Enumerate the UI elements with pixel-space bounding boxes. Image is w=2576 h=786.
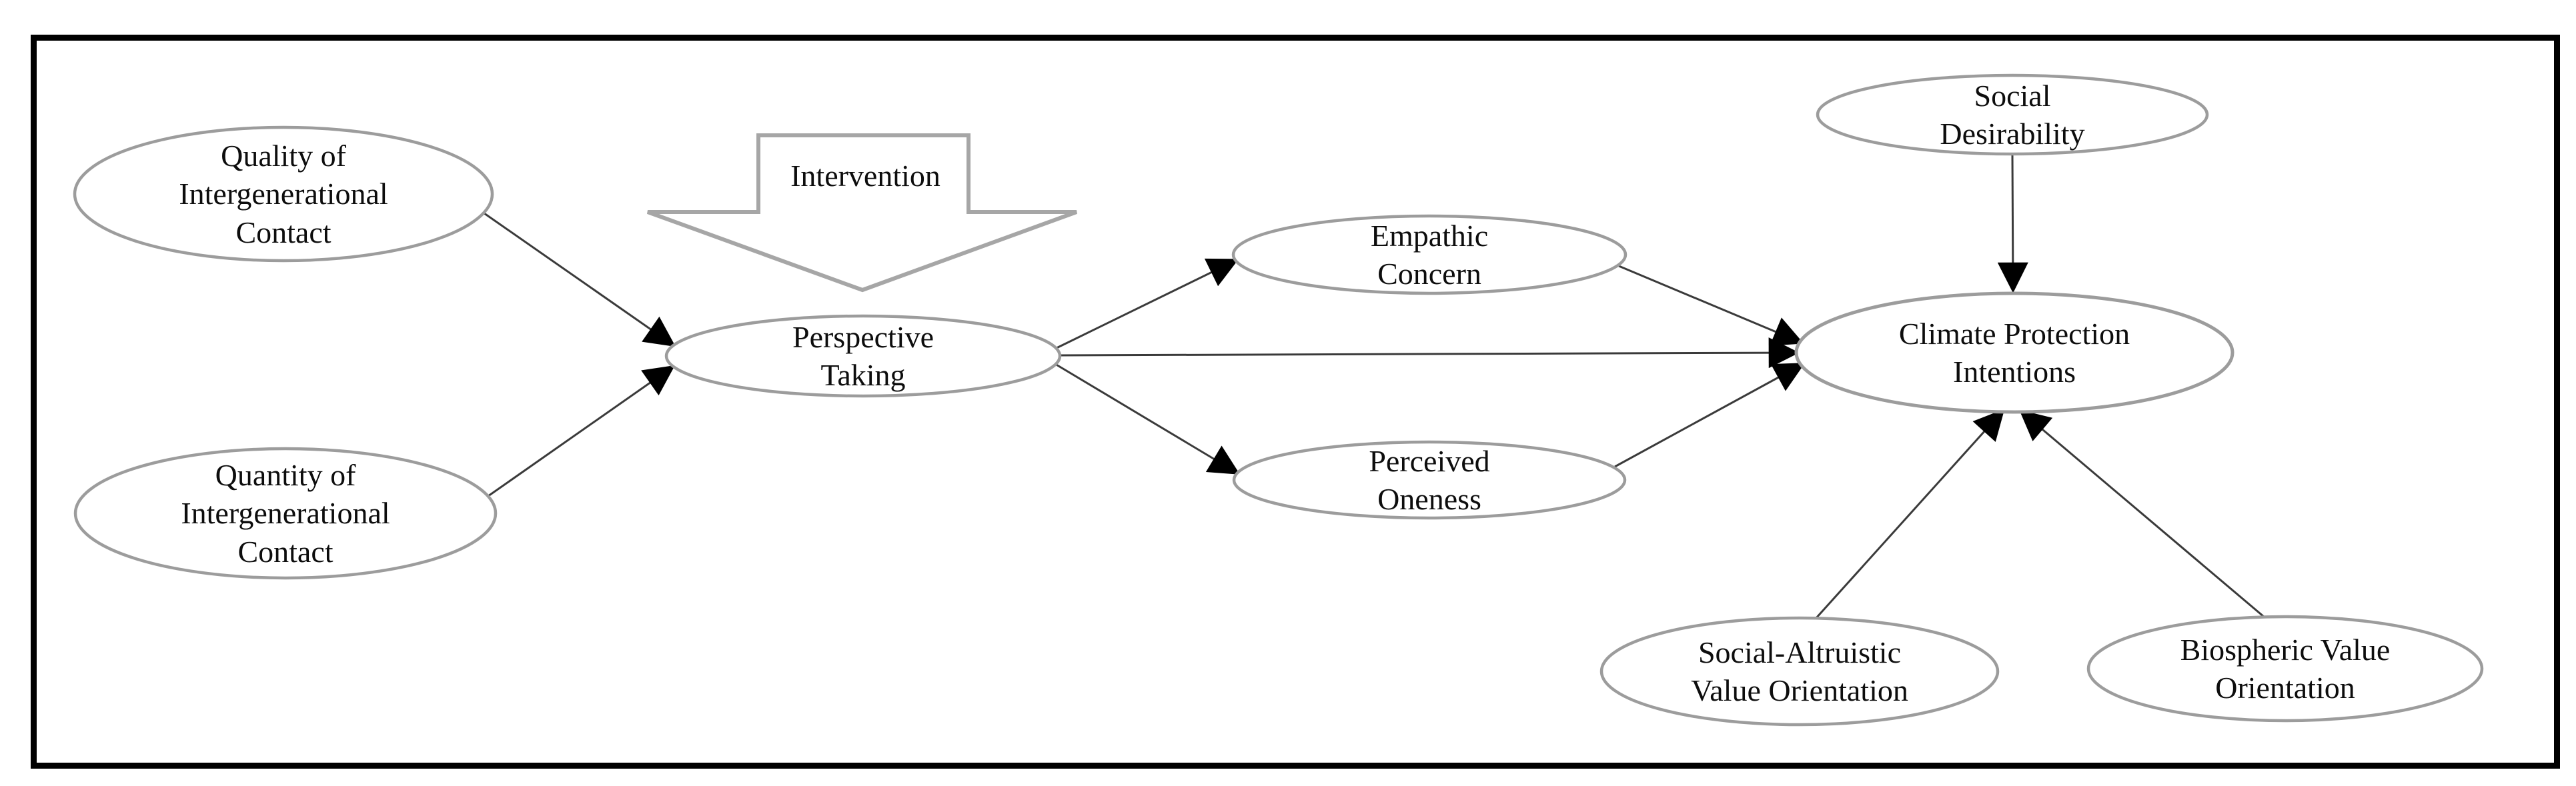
edge-biospheric-to-climate xyxy=(2019,409,2265,618)
edge-perspective-to-perceived xyxy=(1055,363,1241,475)
edge-quantity-to-perspective xyxy=(488,365,676,497)
figure-border xyxy=(31,35,2560,769)
edge-perspective-to-empathic xyxy=(1056,258,1239,349)
ellipse-social-desirability xyxy=(1816,73,2209,156)
edge-perceived-to-climate xyxy=(1614,363,1806,468)
ellipse-perspective-taking xyxy=(664,314,1062,398)
ellipse-social-altruistic-value-orientation xyxy=(1599,616,2000,727)
edge-empathic-to-climate xyxy=(1618,265,1804,346)
edge-social-desirability-to-climate xyxy=(1997,153,2028,293)
ellipse-quality-of-intergenerational-contact xyxy=(73,125,494,263)
edge-quality-to-perspective xyxy=(484,212,676,347)
edge-social-altruistic-to-climate xyxy=(1814,409,2005,620)
ellipse-climate-protection-intentions xyxy=(1794,291,2234,414)
ellipse-empathic-concern xyxy=(1231,214,1628,295)
ellipse-quantity-of-intergenerational-contact xyxy=(73,447,498,580)
ellipse-biospheric-value-orientation xyxy=(2086,615,2484,723)
edge-perspective-to-climate xyxy=(1059,337,1800,369)
ellipse-perceived-oneness xyxy=(1232,440,1627,520)
intervention-block-arrow xyxy=(646,133,1078,293)
